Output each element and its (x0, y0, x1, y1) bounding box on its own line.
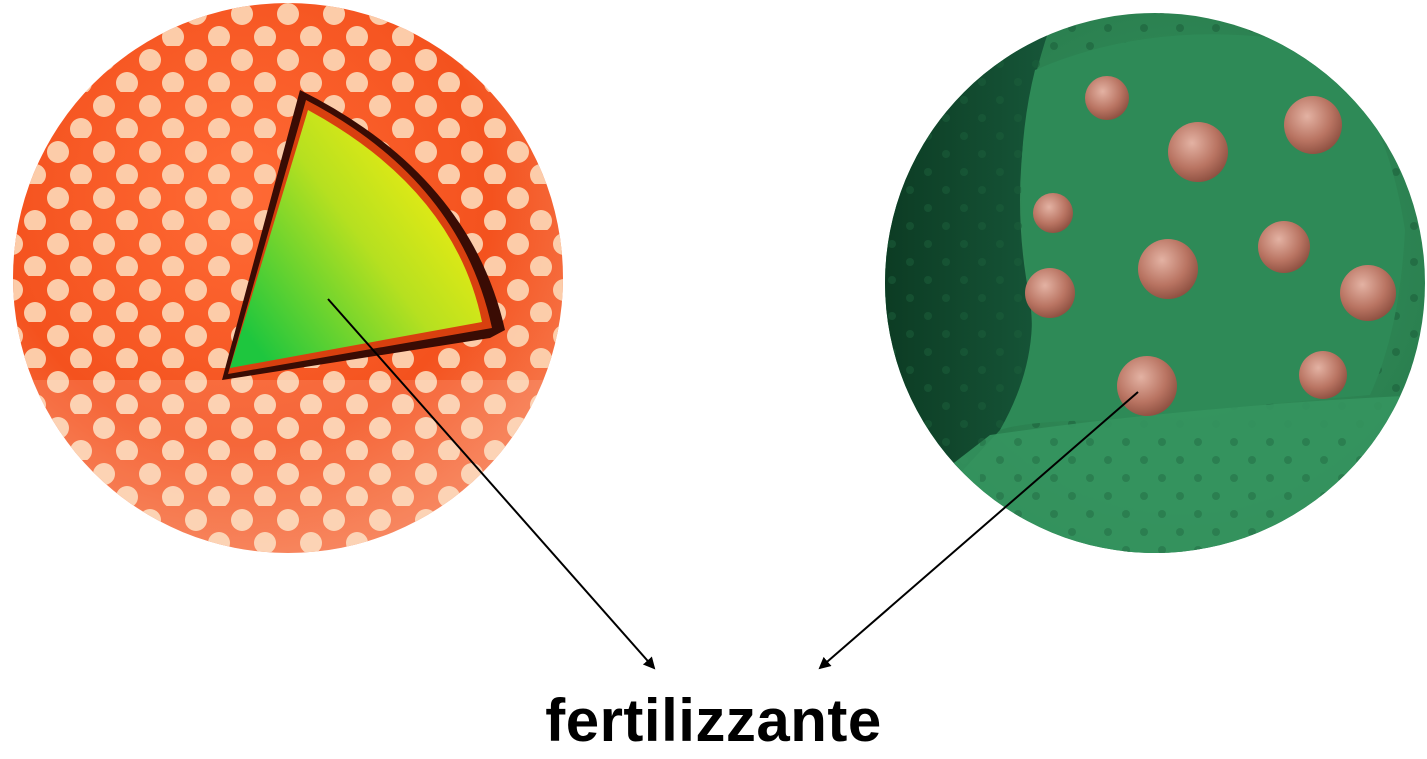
caption-label: fertilizzante (545, 687, 882, 754)
fertilizer-granules (1025, 76, 1396, 416)
arrow-left (327, 298, 656, 670)
coated-core-capsule-icon (13, 3, 563, 553)
arrow-right (818, 391, 1139, 670)
matrix-granule-capsule-icon (885, 13, 1425, 553)
